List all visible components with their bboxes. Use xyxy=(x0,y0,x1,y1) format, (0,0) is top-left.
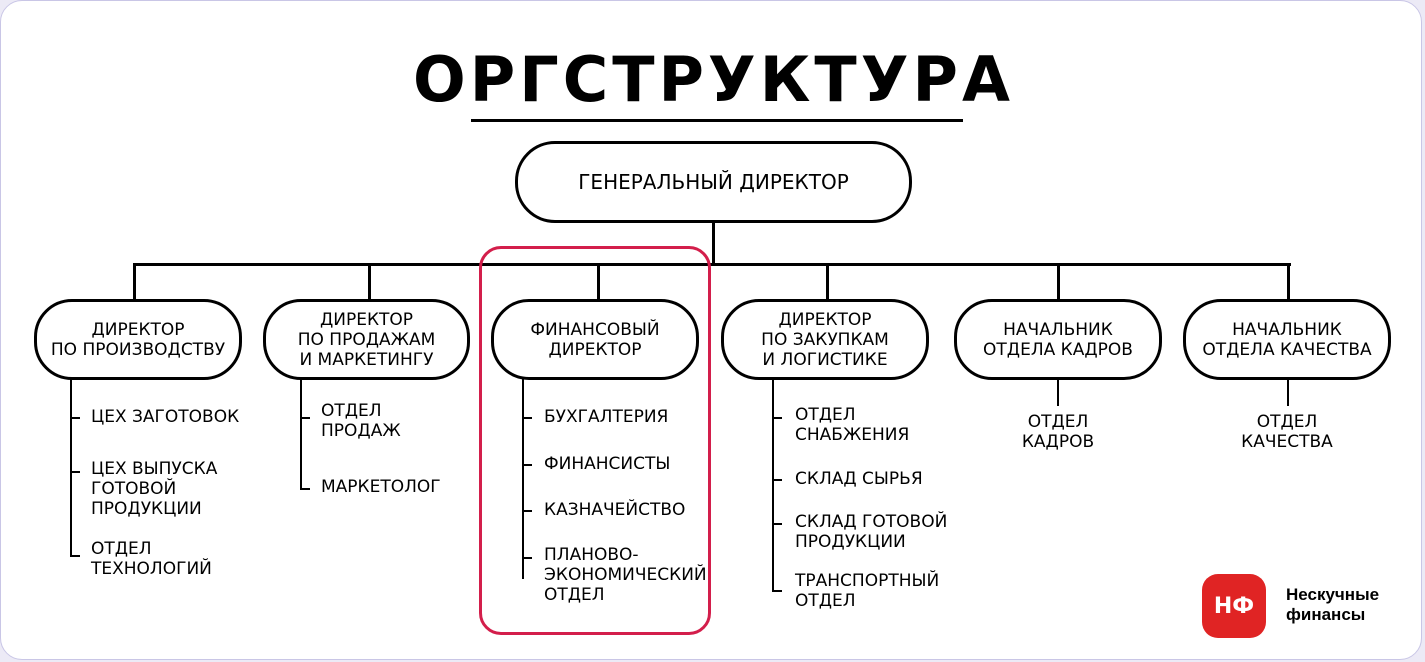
list-item: БУХГАЛТЕРИЯ xyxy=(544,407,669,427)
tick xyxy=(70,555,80,557)
brand-name: Нескучные финансы xyxy=(1286,585,1380,624)
list-item: ЦЕХ ЗАГОТОВОК xyxy=(91,407,240,427)
tick xyxy=(522,417,532,419)
list-item: ОТДЕЛ ПРОДАЖ xyxy=(321,401,401,441)
connector xyxy=(712,222,715,265)
list-item: ЦЕХ ВЫПУСКА ГОТОВОЙ ПРОДУКЦИИ xyxy=(91,459,218,519)
tick xyxy=(522,557,532,559)
title-underline xyxy=(471,119,963,122)
list-item: ФИНАНСИСТЫ xyxy=(544,454,671,474)
brand-logo: НФ xyxy=(1202,574,1266,638)
connector xyxy=(522,379,524,579)
connector xyxy=(1057,263,1060,299)
tick xyxy=(772,590,782,592)
list-item: СКЛАД СЫРЬЯ xyxy=(795,469,923,489)
list-item: МАРКЕТОЛОГ xyxy=(321,477,441,497)
list-item: ТРАНСПОРТНЫЙ ОТДЕЛ xyxy=(795,571,940,611)
tick xyxy=(772,479,782,481)
connector xyxy=(597,263,600,299)
tick xyxy=(300,488,310,490)
chart-title: ОРГСТРУКТУРА xyxy=(413,43,1014,116)
tick xyxy=(522,464,532,466)
node-finance-director: ФИНАНСОВЫЙ ДИРЕКТОР xyxy=(491,299,699,380)
connector xyxy=(133,263,136,299)
connector xyxy=(772,379,774,592)
list-item: СКЛАД ГОТОВОЙ ПРОДУКЦИИ xyxy=(795,512,948,552)
node-sales-director: ДИРЕКТОР ПО ПРОДАЖАМ И МАРКЕТИНГУ xyxy=(263,299,470,380)
connector xyxy=(70,379,72,557)
list-item: ПЛАНОВО- ЭКОНОМИЧЕСКИЙ ОТДЕЛ xyxy=(544,545,707,605)
connector xyxy=(826,263,829,299)
list-item: ОТДЕЛ ТЕХНОЛОГИЙ xyxy=(91,539,212,579)
tick xyxy=(522,510,532,512)
node-production-director: ДИРЕКТОР ПО ПРОИЗВОДСТВУ xyxy=(34,299,242,380)
connector xyxy=(1287,379,1289,406)
list-item: ОТДЕЛ КАДРОВ xyxy=(1021,412,1095,452)
node-procurement-director: ДИРЕКТОР ПО ЗАКУПКАМ И ЛОГИСТИКЕ xyxy=(721,299,929,380)
tick xyxy=(772,523,782,525)
tick xyxy=(772,417,782,419)
list-item: ОТДЕЛ КАЧЕСТВА xyxy=(1241,412,1333,452)
list-item: КАЗНАЧЕЙСТВО xyxy=(544,500,686,520)
tick xyxy=(300,417,310,419)
tick xyxy=(70,417,80,419)
connector xyxy=(368,263,371,299)
highlight-frame xyxy=(479,246,711,635)
root-node-ceo: ГЕНЕРАЛЬНЫЙ ДИРЕКТОР xyxy=(515,141,912,223)
connector xyxy=(1287,263,1290,299)
list-item: ОТДЕЛ СНАБЖЕНИЯ xyxy=(795,405,910,445)
node-quality-head: НАЧАЛЬНИК ОТДЕЛА КАЧЕСТВА xyxy=(1183,299,1391,380)
tick xyxy=(70,471,80,473)
node-hr-head: НАЧАЛЬНИК ОТДЕЛА КАДРОВ xyxy=(954,299,1162,380)
connector xyxy=(300,379,302,490)
connector xyxy=(133,263,1291,266)
connector xyxy=(1057,379,1059,406)
